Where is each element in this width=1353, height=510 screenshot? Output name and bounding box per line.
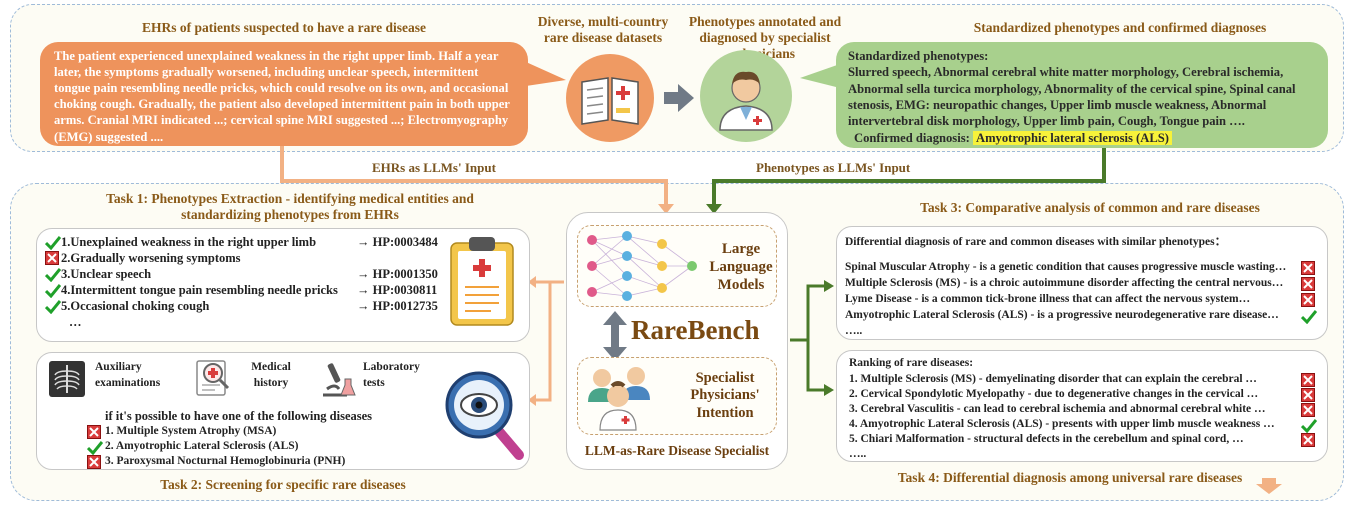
physicians-label: Specialist Physicians' Intention xyxy=(690,370,760,421)
magnifier-icon xyxy=(441,363,525,463)
list-item: 1. Multiple Sclerosis (MS) - demyelinati… xyxy=(849,373,1321,388)
arrow-right-icon xyxy=(664,84,694,112)
check-icon xyxy=(1300,309,1318,325)
task1-title: Task 1: Phenotypes Extraction - identify… xyxy=(106,191,474,223)
check-icon xyxy=(86,440,104,456)
diagnosis-label: Confirmed diagnosis: xyxy=(854,130,970,145)
cross-icon xyxy=(1301,293,1316,308)
physicians-icon xyxy=(588,367,650,431)
task1-panel: 1.Unexplained weakness in the right uppe… xyxy=(36,228,530,342)
physicians-box: Specialist Physicians' Intention xyxy=(577,357,777,435)
diagnosis-value: Amyotrophic lateral sclerosis (ALS) xyxy=(972,130,1172,145)
list-item: 5. Chiari Malformation - structural defe… xyxy=(849,433,1321,448)
list-item: 2. Amyotrophic Lateral Sclerosis (ALS) xyxy=(86,440,345,456)
center-panel: Large Language Models RareBench Speciali… xyxy=(566,212,788,470)
standardized-title: Standardized phenotypes and confirmed di… xyxy=(973,20,1267,35)
history-icon xyxy=(193,357,233,399)
task3-panel: Differential diagnosis of rare and commo… xyxy=(836,226,1328,340)
list-item: 3. Paroxysmal Nocturnal Hemoglobinuria (… xyxy=(87,455,345,470)
task4-title: Task 4: Differential diagnosis among uni… xyxy=(897,470,1243,485)
list-item: Lyme Disease - is a common tick-brone il… xyxy=(845,293,1321,309)
pheno-bubble-tail xyxy=(800,64,840,88)
list-item: Spinal Muscular Atrophy - is a genetic c… xyxy=(845,261,1321,277)
list-item: Multiple Sclerosis (MS) - is a chroic au… xyxy=(845,277,1321,293)
list-item: 2.Gradually worsening symptoms xyxy=(45,251,338,267)
cross-icon xyxy=(1301,388,1316,403)
confirmed-diagnosis: Confirmed diagnosis: Amyotrophic lateral… xyxy=(854,130,1316,146)
task2-question: if it's possible to have one of the foll… xyxy=(105,409,373,423)
list-item: 1.Unexplained weakness in the right uppe… xyxy=(44,235,438,251)
microscope-icon xyxy=(317,357,357,399)
task3-heading: Differential diagnosis of rare and commo… xyxy=(845,236,1227,248)
cross-icon xyxy=(1301,277,1316,292)
task3-more: ….. xyxy=(845,325,863,337)
pheno-input-label: Phenotypes as LLMs' Input xyxy=(756,160,911,175)
list-item: Amyotrophic Lateral Sclerosis (ALS) - is… xyxy=(845,309,1321,325)
history-label: Medical history xyxy=(251,361,291,390)
cross-icon xyxy=(1301,373,1316,388)
neural-network-icon xyxy=(587,231,697,301)
task1-list: 1.Unexplained weakness in the right uppe… xyxy=(44,235,438,330)
aux-label: Auxiliary examinations xyxy=(95,361,161,390)
task3-title: Task 3: Comparative analysis of common a… xyxy=(920,200,1260,215)
list-item: 5.Occasional choking cough → HP:0012735 xyxy=(44,299,438,315)
cross-icon xyxy=(1301,403,1316,418)
task2-panel: Auxiliary examinations Medical history L… xyxy=(36,352,530,470)
list-item: 4.Intermittent tongue pain resembling ne… xyxy=(44,283,437,299)
llm-box: Large Language Models xyxy=(577,225,777,307)
ehr-text: The patient experienced unexplained weak… xyxy=(54,49,510,144)
ehr-bubble-tail xyxy=(526,62,566,86)
task4-panel: Ranking of rare diseases: 1. Multiple Sc… xyxy=(836,350,1328,462)
pheno-heading: Standardized phenotypes: xyxy=(848,49,989,63)
doctor-icon xyxy=(700,50,792,142)
cross-icon xyxy=(87,455,102,470)
task1-more: … xyxy=(69,315,82,329)
ehr-input-label: EHRs as LLMs' Input xyxy=(372,160,496,175)
cross-icon xyxy=(45,251,60,266)
check-icon xyxy=(44,283,62,299)
task4-heading: Ranking of rare diseases: xyxy=(849,357,974,369)
xray-icon xyxy=(47,359,87,399)
book-icon xyxy=(566,54,654,142)
list-item: 4. Amyotrophic Lateral Sclerosis (ALS) -… xyxy=(849,418,1321,434)
ehr-title: EHRs of patients suspected to have a rar… xyxy=(142,20,426,35)
llm-label: Large Language Models xyxy=(709,241,773,293)
list-item: 1. Multiple System Atrophy (MSA) xyxy=(87,425,345,440)
check-icon xyxy=(1300,418,1318,434)
task2-list: 1. Multiple System Atrophy (MSA) 2. Amyo… xyxy=(86,425,345,470)
check-icon xyxy=(44,299,62,315)
task4-more: ….. xyxy=(849,448,867,460)
center-caption: LLM-as-Rare Disease Specialist xyxy=(584,443,770,458)
datasets-title: Diverse, multi-country rare disease data… xyxy=(537,14,669,46)
phenotype-bubble: Standardized phenotypes: Slurred speech,… xyxy=(836,42,1328,148)
check-icon xyxy=(44,235,62,251)
lab-label: Laboratory tests xyxy=(363,361,420,390)
list-item: 3. Cerebral Vasculitis - can lead to cer… xyxy=(849,403,1321,418)
brand-title: RareBench xyxy=(631,315,760,345)
cross-icon xyxy=(87,425,102,440)
check-icon xyxy=(44,267,62,283)
clipboard-icon xyxy=(447,233,517,329)
task2-title: Task 2: Screening for specific rare dise… xyxy=(160,477,406,492)
task3-list: Spinal Muscular Atrophy - is a genetic c… xyxy=(845,261,1321,339)
list-item: 3.Unclear speech → HP:0001350 xyxy=(44,267,438,283)
cross-icon xyxy=(1301,433,1316,448)
task4-list: 1. Multiple Sclerosis (MS) - demyelinati… xyxy=(849,373,1321,462)
ehr-bubble: The patient experienced unexplained weak… xyxy=(40,42,528,146)
list-item: 2. Cervical Spondylotic Myelopathy - due… xyxy=(849,388,1321,403)
cross-icon xyxy=(1301,261,1316,276)
bidirectional-arrow-icon xyxy=(603,311,627,361)
pheno-text: Slurred speech, Abnormal cerebral white … xyxy=(848,65,1296,129)
